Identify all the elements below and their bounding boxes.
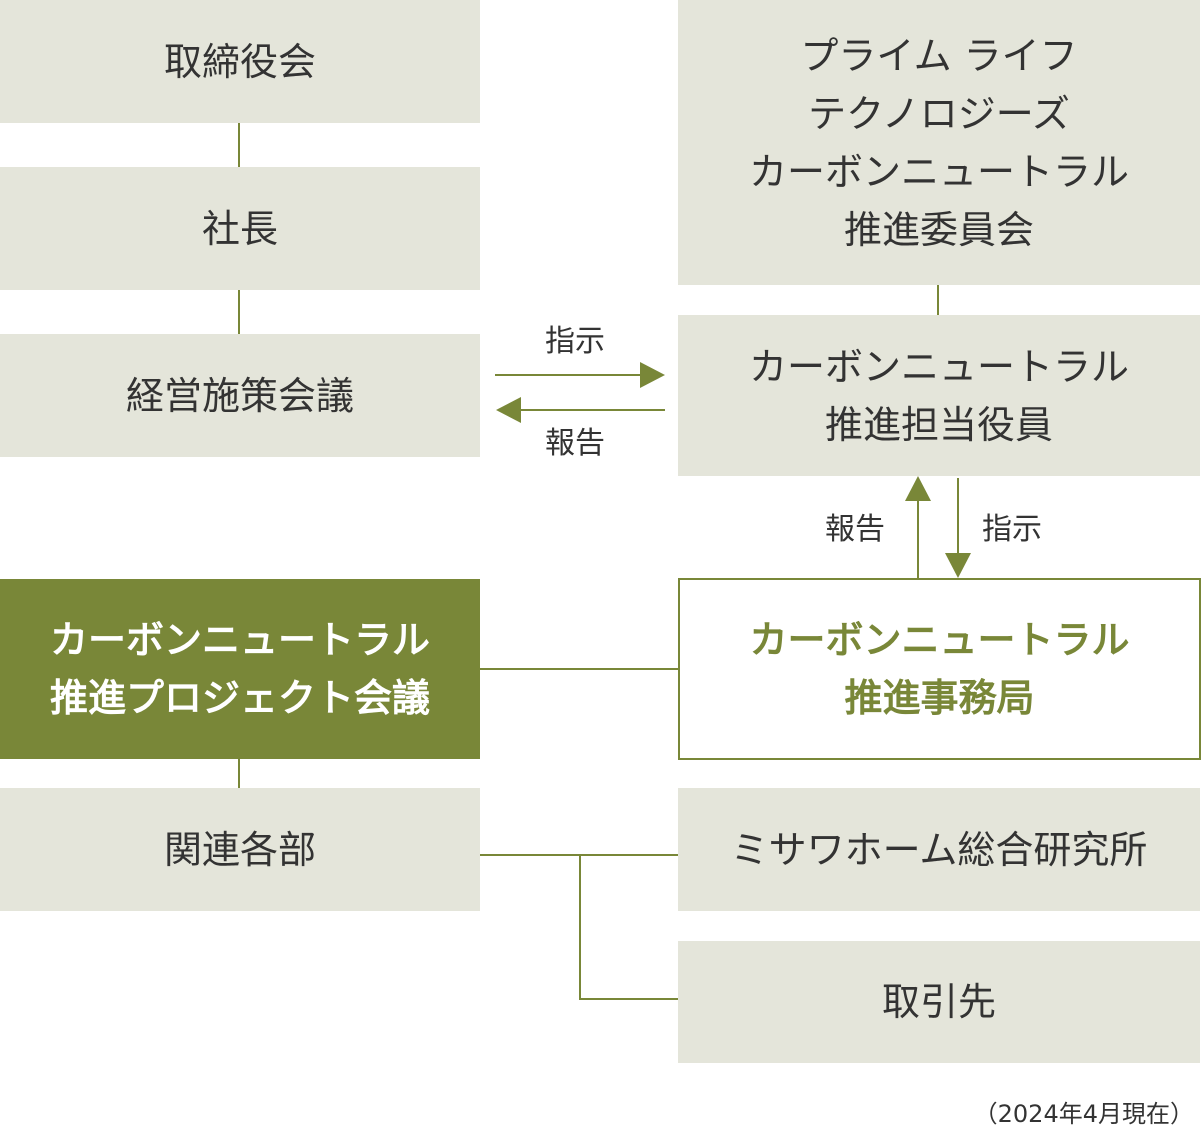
node-research-institute-label: ミサワホーム総合研究所 bbox=[730, 827, 1148, 872]
node-management-meeting-label: 経営施策会議 bbox=[125, 373, 354, 418]
node-committee-line-1: プライム ライフ bbox=[800, 33, 1078, 78]
as-of-date-note: （2024年4月現在） bbox=[973, 1100, 1194, 1128]
edge-label-instruct-horizontal: 指示 bbox=[545, 324, 605, 359]
node-secretariat-line-2: 推進事務局 bbox=[844, 676, 1035, 720]
node-management-meeting: 経営施策会議 bbox=[0, 334, 480, 457]
node-committee: プライム ライフ テクノロジーズ カーボンニュートラル 推進委員会 bbox=[678, 0, 1200, 285]
line-depts-partners bbox=[579, 855, 678, 1000]
node-officer: カーボンニュートラル 推進担当役員 bbox=[678, 315, 1200, 476]
edge-label-report-horizontal: 報告 bbox=[545, 426, 605, 461]
node-project-meeting-line-1: カーボンニュートラル bbox=[49, 618, 430, 662]
node-secretariat: カーボンニュートラル 推進事務局 bbox=[678, 578, 1201, 760]
edge-label-instruct-vertical: 指示 bbox=[982, 512, 1042, 547]
node-research-institute: ミサワホーム総合研究所 bbox=[678, 788, 1200, 911]
node-board: 取締役会 bbox=[0, 0, 480, 123]
arrow-report-left-head bbox=[496, 397, 521, 423]
node-business-partners: 取引先 bbox=[678, 941, 1200, 1063]
node-president-label: 社長 bbox=[201, 206, 278, 251]
node-officer-line-1: カーボンニュートラル bbox=[748, 344, 1129, 389]
node-business-partners-label: 取引先 bbox=[881, 980, 996, 1024]
arrow-instruct-right-head bbox=[640, 362, 665, 388]
arrow-instruct-down-head bbox=[945, 553, 971, 578]
node-committee-line-2: テクノロジーズ bbox=[808, 91, 1070, 136]
node-officer-line-2: 推進担当役員 bbox=[824, 402, 1053, 447]
node-related-departments-label: 関連各部 bbox=[163, 827, 316, 872]
node-project-meeting: カーボンニュートラル 推進プロジェクト会議 bbox=[0, 579, 480, 759]
edge-label-report-vertical: 報告 bbox=[825, 512, 885, 547]
node-project-meeting-line-2: 推進プロジェクト会議 bbox=[49, 676, 430, 720]
node-committee-line-4: 推進委員会 bbox=[843, 207, 1034, 252]
node-committee-line-3: カーボンニュートラル bbox=[748, 149, 1129, 194]
node-related-departments: 関連各部 bbox=[0, 788, 480, 911]
node-board-label: 取締役会 bbox=[163, 39, 316, 84]
arrow-report-up-head bbox=[905, 476, 931, 501]
node-secretariat-line-1: カーボンニュートラル bbox=[749, 618, 1130, 662]
node-president: 社長 bbox=[0, 167, 480, 290]
